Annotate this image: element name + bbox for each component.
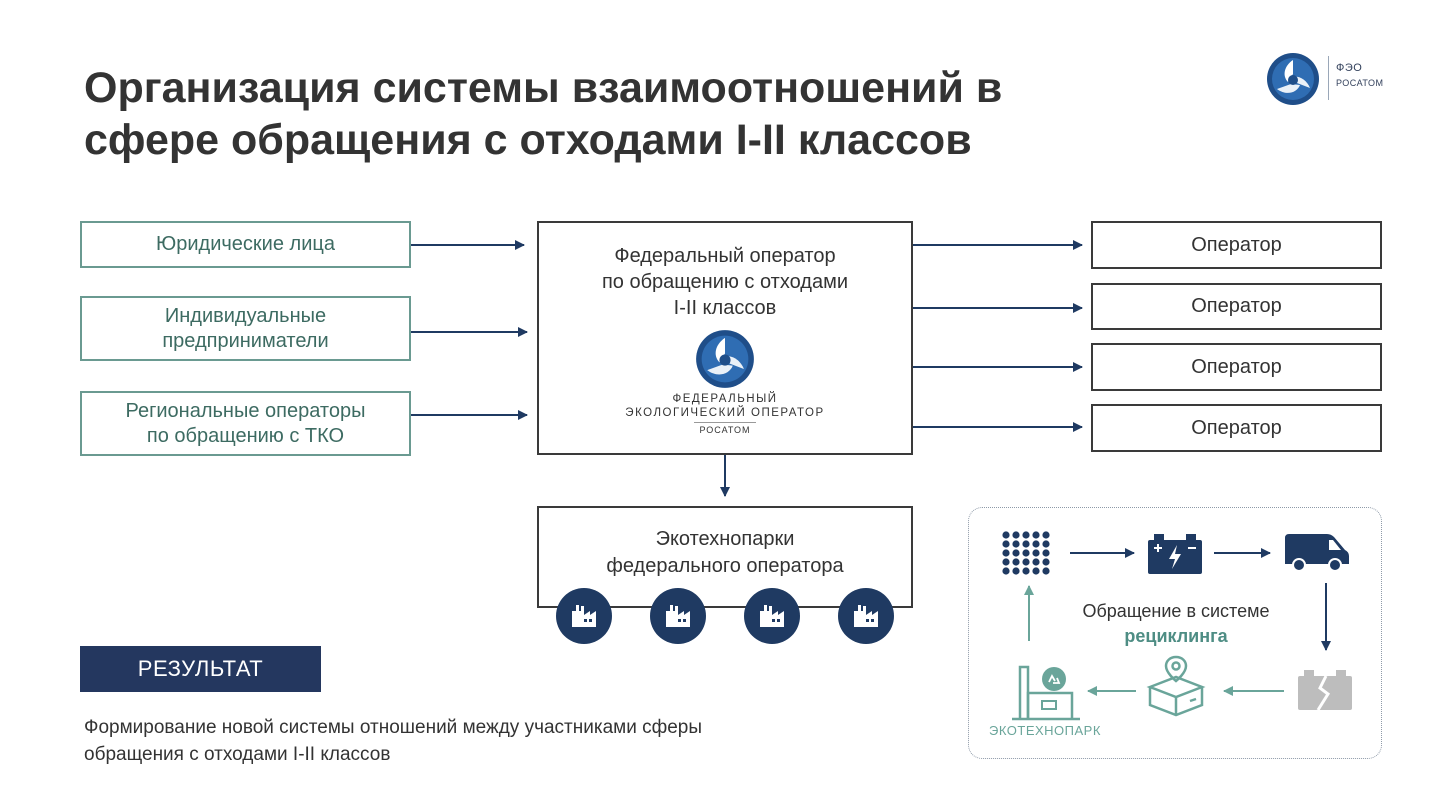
operator-label: Оператор — [1191, 295, 1282, 317]
federal-operator-box: Федеральный оператор по обращению с отхо… — [537, 221, 913, 455]
atom-emblem-icon — [1267, 53, 1319, 105]
operator-label: Оператор — [1191, 416, 1282, 439]
recycling-label-line-1: Обращение в системе — [1082, 601, 1270, 621]
feo-brand-line-1: ФЕДЕРАЛЬНЫЙ — [672, 393, 778, 405]
logo-text-rosatom: РОСАТОМ — [1336, 78, 1384, 88]
participant-label: Юридические лица — [156, 233, 335, 255]
participant-label: по обращению с ТКО — [146, 424, 345, 447]
factory-icon — [744, 588, 800, 644]
recycling-cycle-label: Обращение в системе рециклинга — [1058, 599, 1294, 649]
result-line-1: Формирование новой системы отношений меж… — [84, 717, 703, 738]
atom-emblem-icon — [696, 330, 754, 388]
operator-label: Оператор — [1191, 355, 1282, 378]
battery-icon — [1148, 534, 1202, 574]
operator-label: Оператор — [1191, 233, 1282, 256]
result-badge: РЕЗУЛЬТАТ — [80, 646, 321, 692]
feo-brand-line-2: ЭКОЛОГИЧЕСКИЙ ОПЕРАТОР — [625, 407, 825, 419]
title-line-2: сфере обращения с отходами I-II классов — [84, 116, 972, 164]
result-line-2: обращения с отходами I-II классов — [84, 744, 391, 765]
recycling-cycle-panel — [968, 507, 1382, 759]
participant-label: Индивидуальные — [164, 304, 327, 327]
ecotechnoparks-line-2: федерального оператора — [606, 555, 844, 577]
factory-icon — [556, 588, 612, 644]
feo-brand-line-3: РОСАТОМ — [699, 425, 751, 435]
ekotechnopark-label: ЭКОТЕХНОПАРК — [989, 723, 1101, 738]
feo-rosatom-logo: ФЭО РОСАТОМ — [1266, 52, 1416, 108]
participant-individual-entrepreneurs: Индивидуальные предприниматели — [80, 296, 411, 361]
operator-box-3: Оператор — [1091, 343, 1382, 391]
logo-text-feo: ФЭО — [1336, 62, 1363, 74]
operator-box-4: Оператор — [1091, 404, 1382, 452]
title-line-1: Организация системы взаимоотношений в — [84, 64, 1003, 112]
broken-battery-icon — [1298, 670, 1352, 711]
operator-box-1: Оператор — [1091, 221, 1382, 269]
participant-label: Региональные операторы — [125, 399, 366, 422]
federal-operator-title: Федеральный оператор по обращению с отхо… — [539, 243, 911, 321]
logo-divider — [1328, 56, 1329, 100]
participant-label: предприниматели — [162, 329, 329, 352]
battery-grid-icon — [1002, 531, 1050, 575]
parcel-location-icon — [1146, 655, 1206, 717]
federal-operator-line-2: по обращению с отходами — [601, 271, 849, 293]
factory-icon — [650, 588, 706, 644]
feo-brand-divider — [694, 422, 756, 423]
federal-operator-line-1: Федеральный оператор — [614, 245, 836, 267]
ecotechnoparks-line-1: Экотехнопарки — [655, 528, 795, 550]
van-icon — [1285, 534, 1349, 572]
operator-box-2: Оператор — [1091, 283, 1382, 330]
recycling-label-highlight: рециклинга — [1124, 626, 1228, 646]
result-description: Формирование новой системы отношений меж… — [84, 714, 844, 768]
participant-regional-operators: Региональные операторы по обращению с ТК… — [80, 391, 411, 456]
page-title: Организация системы взаимоотношений в сф… — [84, 62, 1134, 166]
factory-icon — [838, 588, 894, 644]
federal-operator-line-3: I-II классов — [673, 297, 777, 319]
participant-legal-entities: Юридические лица — [80, 221, 411, 268]
ecotechnoparks-box: Экотехнопарки федерального оператора — [537, 506, 913, 608]
recycle-factory-icon — [1012, 665, 1080, 721]
